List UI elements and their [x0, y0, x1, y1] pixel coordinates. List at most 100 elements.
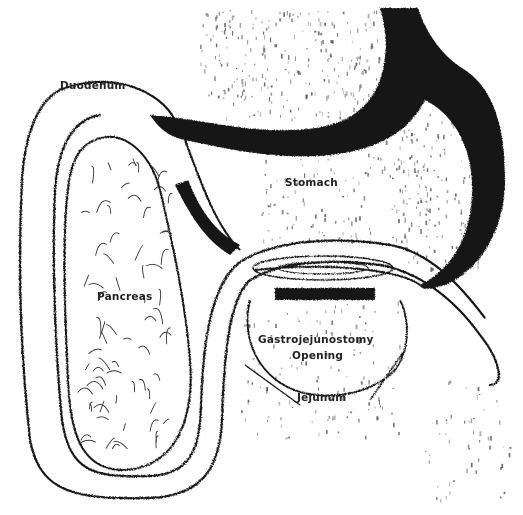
stipple-dot — [337, 33, 338, 37]
stipple-dot — [241, 79, 243, 84]
stipple-dot — [245, 96, 246, 100]
stipple-dot — [400, 189, 401, 192]
stipple-dot — [377, 39, 378, 43]
stipple-dot — [327, 59, 329, 61]
stipple-dot — [431, 147, 432, 151]
stipple-dot — [262, 74, 263, 78]
stipple-dot — [327, 75, 328, 77]
stipple-dot — [288, 213, 289, 215]
stipple-dot — [227, 65, 228, 67]
stipple-dot — [345, 180, 346, 182]
stipple-dot — [399, 166, 401, 170]
stipple-dot — [354, 66, 356, 69]
stipple-dot — [268, 416, 269, 418]
stipple-dot — [331, 367, 332, 369]
stipple-dot — [315, 40, 316, 41]
stipple-dot — [215, 56, 216, 59]
stipple-dot — [263, 239, 264, 243]
stipple-dot — [392, 237, 393, 238]
stipple-dot — [219, 55, 220, 58]
pancreas-lobule — [166, 328, 170, 344]
stipple-dot — [317, 174, 318, 175]
stipple-dot — [318, 31, 320, 35]
stipple-dot — [363, 305, 365, 309]
stipple-dot — [286, 213, 287, 214]
stipple-dot — [428, 229, 429, 230]
opening-dark-band — [275, 288, 375, 300]
stipple-dot — [430, 156, 432, 158]
stipple-dot — [425, 451, 427, 452]
stipple-dot — [221, 64, 223, 67]
stipple-dot — [225, 28, 226, 31]
stipple-dot — [244, 99, 245, 101]
stipple-dot — [446, 422, 447, 424]
stipple-dot — [509, 447, 511, 449]
stipple-dot — [290, 357, 292, 359]
stipple-dot — [417, 261, 418, 264]
stipple-dot — [262, 53, 264, 55]
pancreas-lobule — [116, 395, 117, 403]
stipple-dot — [373, 157, 375, 158]
stipple-dot — [439, 433, 440, 435]
stipple-dot — [319, 231, 320, 234]
stipple-dot — [462, 223, 464, 224]
stipple-dot — [350, 92, 352, 95]
stipple-dot — [450, 381, 452, 384]
stipple-dot — [394, 205, 395, 207]
stipple-dot — [296, 216, 297, 221]
stipple-dot — [368, 409, 369, 411]
stipple-dot — [354, 350, 356, 351]
stipple-dot — [219, 60, 221, 61]
stipple-dot — [308, 58, 309, 61]
stipple-dot — [229, 20, 231, 22]
stipple-dot — [355, 217, 357, 222]
stipple-dot — [360, 56, 361, 60]
stipple-dot — [249, 116, 250, 118]
stipple-dot — [318, 11, 319, 13]
stipple-dot — [353, 177, 355, 178]
stipple-dot — [366, 28, 367, 31]
stipple-dot — [394, 163, 395, 166]
stipple-dot — [218, 96, 220, 99]
stipple-dot — [293, 14, 294, 16]
stipple-dot — [416, 207, 417, 209]
stipple-dot — [346, 91, 348, 96]
pancreas-lobule — [121, 183, 130, 188]
stipple-dot — [206, 35, 208, 36]
pancreas-lobule — [116, 277, 120, 290]
stipple-dot — [414, 134, 415, 135]
stipple-dot — [200, 45, 201, 49]
stipple-dot — [458, 200, 459, 203]
stipple-dot — [463, 180, 464, 184]
stipple-dot — [283, 196, 285, 199]
stipple-dot — [356, 324, 358, 329]
stipple-dot — [272, 239, 273, 241]
stipple-dot — [267, 68, 268, 71]
stipple-dot — [353, 354, 355, 356]
stipple-dot — [436, 140, 437, 141]
stipple-dot — [439, 221, 440, 225]
stipple-dot — [425, 128, 427, 131]
stipple-dot — [207, 14, 209, 17]
stipple-dot — [430, 267, 432, 272]
stipple-dot — [440, 154, 441, 157]
stipple-dot — [294, 117, 295, 118]
label-jejunum: Jejunum — [296, 392, 346, 404]
stipple-dot — [335, 221, 337, 224]
stipple-dot — [361, 205, 363, 208]
stipple-dot — [376, 11, 377, 15]
stipple-dot — [316, 113, 317, 117]
stipple-dot — [267, 420, 268, 422]
stipple-dot — [489, 446, 491, 450]
stipple-dot — [370, 167, 371, 169]
stipple-dot — [343, 91, 344, 95]
stipple-dot — [316, 380, 318, 383]
stipple-dot — [220, 63, 221, 64]
stipple-dot — [334, 310, 335, 313]
stipple-dot — [300, 72, 301, 75]
stipple-dot — [437, 196, 439, 198]
stipple-dot — [348, 411, 349, 412]
stipple-dot — [478, 387, 480, 391]
pancreas-lobule — [135, 245, 143, 260]
stipple-dot — [392, 209, 394, 210]
